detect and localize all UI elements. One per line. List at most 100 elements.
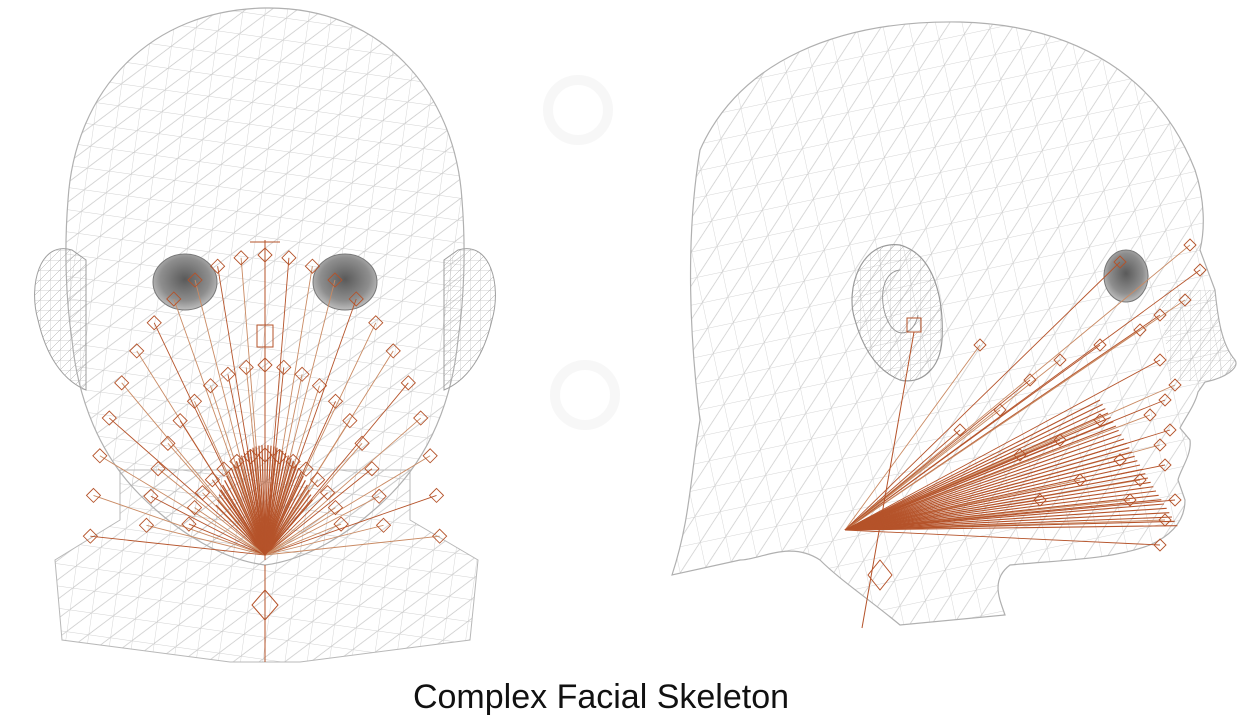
bone-ray bbox=[844, 451, 1133, 531]
bone-joint-marker bbox=[281, 250, 297, 266]
bone-ray bbox=[264, 499, 314, 556]
bone-joint-marker bbox=[114, 375, 130, 391]
bone-joint-marker bbox=[311, 378, 328, 394]
bone-ray bbox=[844, 434, 1122, 531]
bone-joint-marker bbox=[432, 528, 448, 544]
bone-joint-marker bbox=[333, 516, 349, 532]
bone-joint-marker bbox=[1133, 323, 1147, 337]
bone-joint-marker bbox=[1183, 238, 1197, 252]
bone-joint-marker bbox=[428, 487, 445, 504]
bone-joint-marker bbox=[1013, 448, 1027, 462]
bone-joint-marker bbox=[85, 487, 102, 504]
bone-joint-marker bbox=[400, 375, 416, 391]
bone-joint-marker bbox=[276, 359, 292, 375]
bone-joint-marker bbox=[368, 315, 384, 331]
bone-ray bbox=[844, 359, 1061, 531]
bone-ray bbox=[90, 535, 266, 556]
bone-joint-marker bbox=[1113, 255, 1127, 269]
front-view-head bbox=[34, 7, 496, 663]
bone-joint-marker bbox=[186, 393, 203, 409]
bone-ray bbox=[844, 477, 1149, 531]
bone-joint-marker bbox=[285, 453, 301, 470]
bone-joint-marker bbox=[1053, 353, 1067, 367]
bone-joint-marker bbox=[143, 488, 159, 504]
figure-caption: Complex Facial Skeleton bbox=[412, 678, 790, 716]
bone-joint-marker bbox=[385, 343, 401, 359]
bone-joint-marker bbox=[186, 499, 203, 516]
bone-joint-marker bbox=[229, 453, 245, 470]
bone-ray bbox=[844, 486, 1154, 531]
bone-ray bbox=[264, 523, 342, 556]
bone-ray bbox=[844, 438, 1125, 531]
bone-joint-marker bbox=[1163, 423, 1177, 437]
bone-ray bbox=[844, 244, 1191, 531]
front-left-ear bbox=[34, 248, 87, 391]
bone-ray bbox=[157, 468, 266, 556]
bone-joint-marker bbox=[294, 366, 310, 382]
bone-joint-marker bbox=[375, 517, 392, 533]
bone-ray bbox=[844, 403, 1103, 531]
bone-joint-marker bbox=[371, 488, 387, 504]
bone-ray bbox=[844, 516, 1173, 531]
bone-joint-marker bbox=[1168, 493, 1182, 507]
front-left-eye bbox=[152, 253, 218, 311]
bone-ray bbox=[844, 416, 1111, 531]
bone-ray bbox=[93, 494, 266, 556]
bone-joint-marker bbox=[327, 272, 343, 288]
bone-ray bbox=[215, 504, 266, 556]
bone-ray bbox=[188, 523, 266, 556]
bone-ray bbox=[844, 399, 1101, 531]
bone-ray bbox=[844, 481, 1151, 531]
bone-joint-marker bbox=[364, 461, 380, 477]
side-ear-joint-bone bbox=[861, 317, 922, 629]
bone-joint-marker bbox=[1153, 353, 1167, 367]
bone-joint-marker bbox=[138, 517, 155, 533]
bone-ray bbox=[844, 520, 1175, 531]
bone-joint-marker bbox=[413, 410, 429, 426]
bone-ray bbox=[264, 382, 409, 556]
bone-ray bbox=[844, 359, 1161, 531]
bone-ray bbox=[264, 484, 308, 556]
bone-ray bbox=[844, 429, 1119, 531]
front-right-eye bbox=[312, 253, 378, 311]
side-eye bbox=[1103, 249, 1149, 303]
bone-ray bbox=[844, 442, 1127, 531]
front-center-bone bbox=[250, 240, 280, 662]
bone-ray bbox=[264, 494, 312, 556]
bone-ray bbox=[844, 329, 1141, 531]
side-bone-rays bbox=[844, 238, 1207, 552]
bone-joint-marker bbox=[181, 516, 197, 532]
bone-joint-marker bbox=[187, 272, 203, 288]
bone-joint-marker bbox=[319, 485, 336, 501]
bone-ray bbox=[218, 494, 266, 556]
bone-joint-marker bbox=[304, 258, 321, 274]
bone-joint-marker bbox=[150, 461, 166, 477]
bone-joint-marker bbox=[1053, 433, 1067, 447]
bone-ray bbox=[844, 460, 1138, 531]
bone-joint-marker bbox=[166, 291, 182, 307]
bone-joint-marker bbox=[1168, 378, 1182, 392]
bone-ray bbox=[844, 503, 1165, 531]
bone-ray bbox=[264, 471, 302, 556]
bone-ray bbox=[150, 495, 266, 556]
bone-joint-marker bbox=[342, 413, 358, 429]
bone-ray bbox=[264, 535, 440, 556]
bone-ray bbox=[109, 417, 266, 556]
bone-joint-marker bbox=[1153, 308, 1167, 322]
bone-ray bbox=[844, 455, 1135, 531]
bone-joint-marker bbox=[82, 528, 98, 544]
bone-joint-marker bbox=[1153, 538, 1167, 552]
bone-ray bbox=[844, 468, 1143, 531]
bone-joint-marker bbox=[1158, 458, 1172, 472]
bone-ray bbox=[844, 409, 1001, 531]
bone-ray bbox=[226, 475, 266, 556]
bone-ray bbox=[264, 489, 310, 556]
bone-ray bbox=[224, 480, 266, 556]
bone-ray bbox=[844, 344, 1101, 531]
bone-ray bbox=[844, 261, 1121, 531]
side-ear bbox=[851, 244, 943, 382]
bone-ray bbox=[264, 495, 380, 556]
bone-joint-marker bbox=[1113, 453, 1127, 467]
bone-joint-marker bbox=[271, 448, 287, 465]
bone-joint-marker bbox=[243, 448, 259, 465]
